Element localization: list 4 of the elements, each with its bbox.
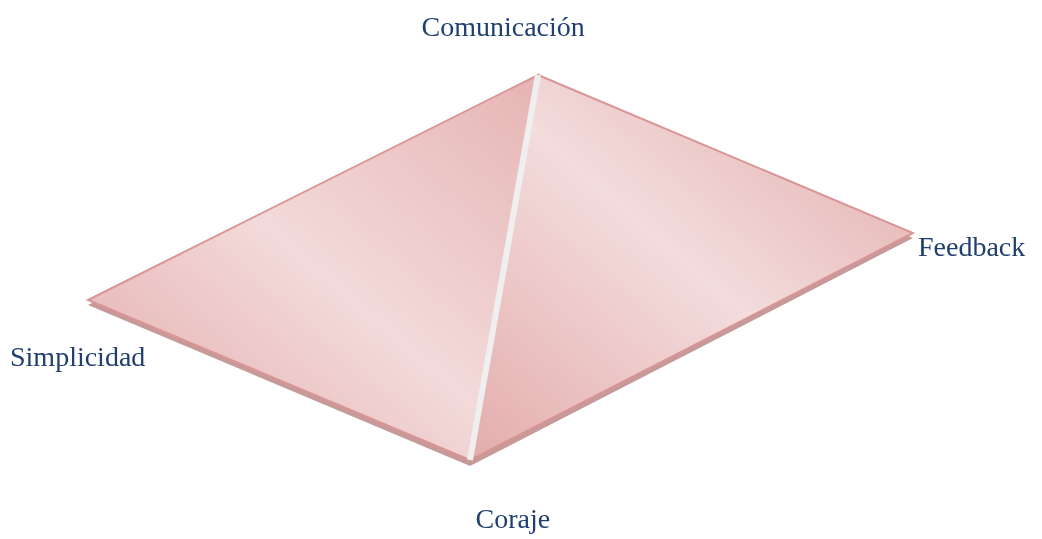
corner-label: Feedback [918,232,1026,263]
corner-label: Simplicidad [10,342,146,373]
corner-label: Coraje [475,504,551,535]
corner-label: Comunicación [421,12,585,43]
